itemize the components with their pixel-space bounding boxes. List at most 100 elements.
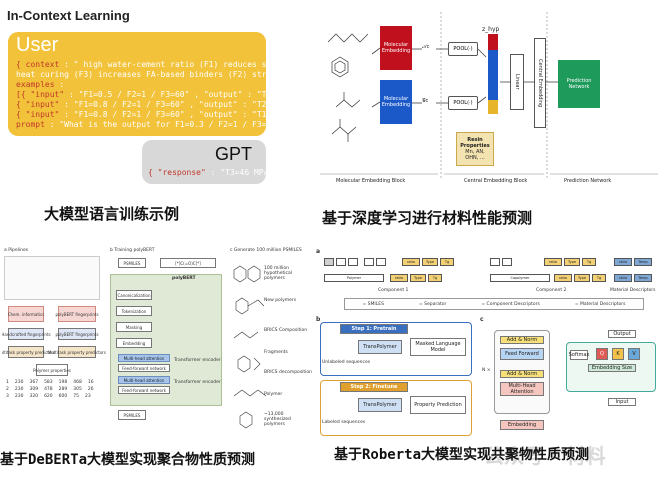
prompt-line: heat curing (F3) increases FA-based bind… (16, 70, 274, 79)
tp-mlm: Masked Language Model (410, 338, 466, 356)
tok (502, 258, 512, 266)
tok-temp-b: Temp (634, 274, 652, 282)
tok-tg-2: Tg (582, 258, 596, 266)
pb-trans-enc-1: Transformer encoder (174, 358, 221, 363)
pb-polybert-fp: polyBERT fingerprints (55, 328, 99, 340)
tp-comp1: Component 1 (378, 288, 409, 293)
tp-comp2: Component 2 (536, 288, 567, 293)
tp-embed-size: Embedding Size (588, 364, 636, 372)
legend-separator: = Separator (418, 301, 447, 307)
tok-ratio-c: ratio (554, 274, 572, 282)
mol-embedding-blue: Molecular Embedding (380, 80, 412, 124)
prompt-line: [{ "input" : "F1=0.5 / F2=1 / F3=60" , "… (16, 90, 274, 99)
tp-finetune-box (320, 380, 472, 436)
tp-prop-pred: Property Prediction (410, 396, 466, 414)
central-embedding: Central Embedding (534, 38, 546, 128)
legend-comp-desc: = Component Descriptors (481, 301, 540, 307)
z-seg-red (488, 34, 498, 50)
tp-step1: Step 1: Pretrain (340, 324, 408, 334)
tp-addnorm-1: Add & Norm (500, 336, 544, 344)
legend-smiles: = SMILES (362, 301, 384, 307)
pb-mha-2: Multi-head attention (118, 376, 170, 384)
pb-mtp-left: Multitask property predictors (2, 346, 55, 358)
block3-label: Prediction Network (564, 178, 612, 184)
tp-softmax: Softmax (568, 350, 590, 360)
z-seg-blue2 (488, 66, 498, 100)
tok (324, 258, 334, 266)
pb-token: Tokenization (116, 306, 152, 316)
tp-v: V (628, 348, 640, 360)
tp-embedding: Embedding (500, 420, 544, 430)
a-label: 𝒜c (422, 44, 430, 50)
tp-k: K (612, 348, 624, 360)
pb-ff-1: Feed-forward network (118, 364, 170, 372)
tp-transpolymer-2: TransPolymer (358, 398, 402, 412)
pb-psmiles-val: [*]C(=O)C[*] (160, 258, 216, 268)
pb-mask: Masking (116, 322, 152, 332)
tok-ratio-d: ratio (614, 274, 632, 282)
block2-label: Central Embedding Block (464, 178, 528, 184)
tok (348, 258, 358, 266)
tok (490, 258, 500, 266)
tp-unlabeled: Unlabeled sequences (322, 360, 371, 365)
pb-molecule-sketches (233, 265, 267, 429)
prompt-line: { "input" : "F1=0.8 / F2=1 / F3=60" , "o… (16, 110, 274, 119)
tp-b-label: b (316, 316, 321, 323)
tp-q: Q (596, 348, 608, 360)
pb-a-title: a Pipelines (4, 248, 29, 253)
tp-legend: = SMILES = Separator = Component Descrip… (344, 298, 644, 310)
tp-step2: Step 2: Finetune (340, 382, 408, 392)
pb-ff-2: Feed-forward network (118, 386, 170, 394)
dl-diagram-lines (320, 12, 658, 178)
z-seg-blue (488, 50, 498, 66)
z-label: z_hyp (482, 26, 500, 33)
dl-figure: Molecular Embedding Molecular Embedding … (318, 2, 662, 188)
resin-properties: Resin Properties Mn, AN, OHN, ... (456, 132, 494, 166)
pb-polybert-title: polyBERT (172, 276, 196, 281)
caption-p3: 基于DeBERTa大模型实现聚合物性质预测 (0, 452, 256, 468)
gpt-bubble: GPT { "response" : "T3=46 MPa" } (142, 140, 274, 184)
pb-props: Polymer properties (33, 364, 71, 376)
prompt-line: prompt : "What is the output for F1=0.3 … (16, 120, 274, 129)
tp-feedfwd: Feed Forward (500, 348, 544, 360)
pb-b-title: b Training polyBERT (110, 248, 155, 253)
pb-canon: Canonicalization (116, 290, 152, 300)
pb-new-poly: New polymers (264, 298, 297, 303)
tp-output: Output (608, 330, 636, 338)
pb-brics-dec: BRICS decomposition (264, 370, 313, 375)
g-label: 𝒢c (422, 98, 429, 104)
pb-hypo: 100 million hypothetical polymers (264, 266, 293, 281)
prediction-network: Prediction Network (558, 60, 600, 108)
tp-a-label: a (316, 248, 321, 255)
pb-mtp-right: Multitask property predictors (48, 346, 106, 358)
tok-copolymer: Copolymer (490, 274, 550, 282)
tp-nx: N × (482, 368, 491, 373)
pb-frags: Fragments (264, 350, 288, 355)
legend-mat-desc: = Material Descriptors (574, 301, 626, 307)
pb-chem: Chem. informatics (8, 306, 44, 322)
icl-figure: In-Context Learning User { context : " h… (2, 2, 274, 190)
prompt-line: examples : (16, 80, 65, 89)
pb-handcraft: Handcrafted fingerprints (2, 328, 51, 340)
pb-brics: BRICS Composition (264, 328, 308, 333)
tp-addnorm-2: Add & Norm (500, 370, 544, 378)
tok-type: Type (422, 258, 438, 266)
pool-top: POOL(·) (448, 42, 478, 56)
prompt-line: { "input" : "F1=0.8 / F2=1 / F3=60" , "o… (16, 100, 274, 109)
tok-ratio: ratio (402, 258, 420, 266)
tok-ratio-b: ratio (390, 274, 408, 282)
tp-c-label: c (480, 316, 484, 323)
caption-p1: 大模型语言训练示例 (44, 205, 180, 223)
tp-mha: Multi-Head Attention (500, 382, 544, 396)
pb-c-title: c Generate 100 million PSMILES (230, 248, 302, 253)
pb-polymer: Polymer (264, 392, 283, 397)
icl-title: In-Context Learning (7, 8, 130, 23)
tp-input: Input (608, 398, 636, 406)
pb-psmiles: PSMILES (118, 258, 146, 268)
pb-synth: ~13,000 synthesized polymers (264, 412, 291, 427)
z-seg-yellow (488, 100, 498, 114)
pb-psmiles-bottom: PSMILES (118, 410, 146, 420)
